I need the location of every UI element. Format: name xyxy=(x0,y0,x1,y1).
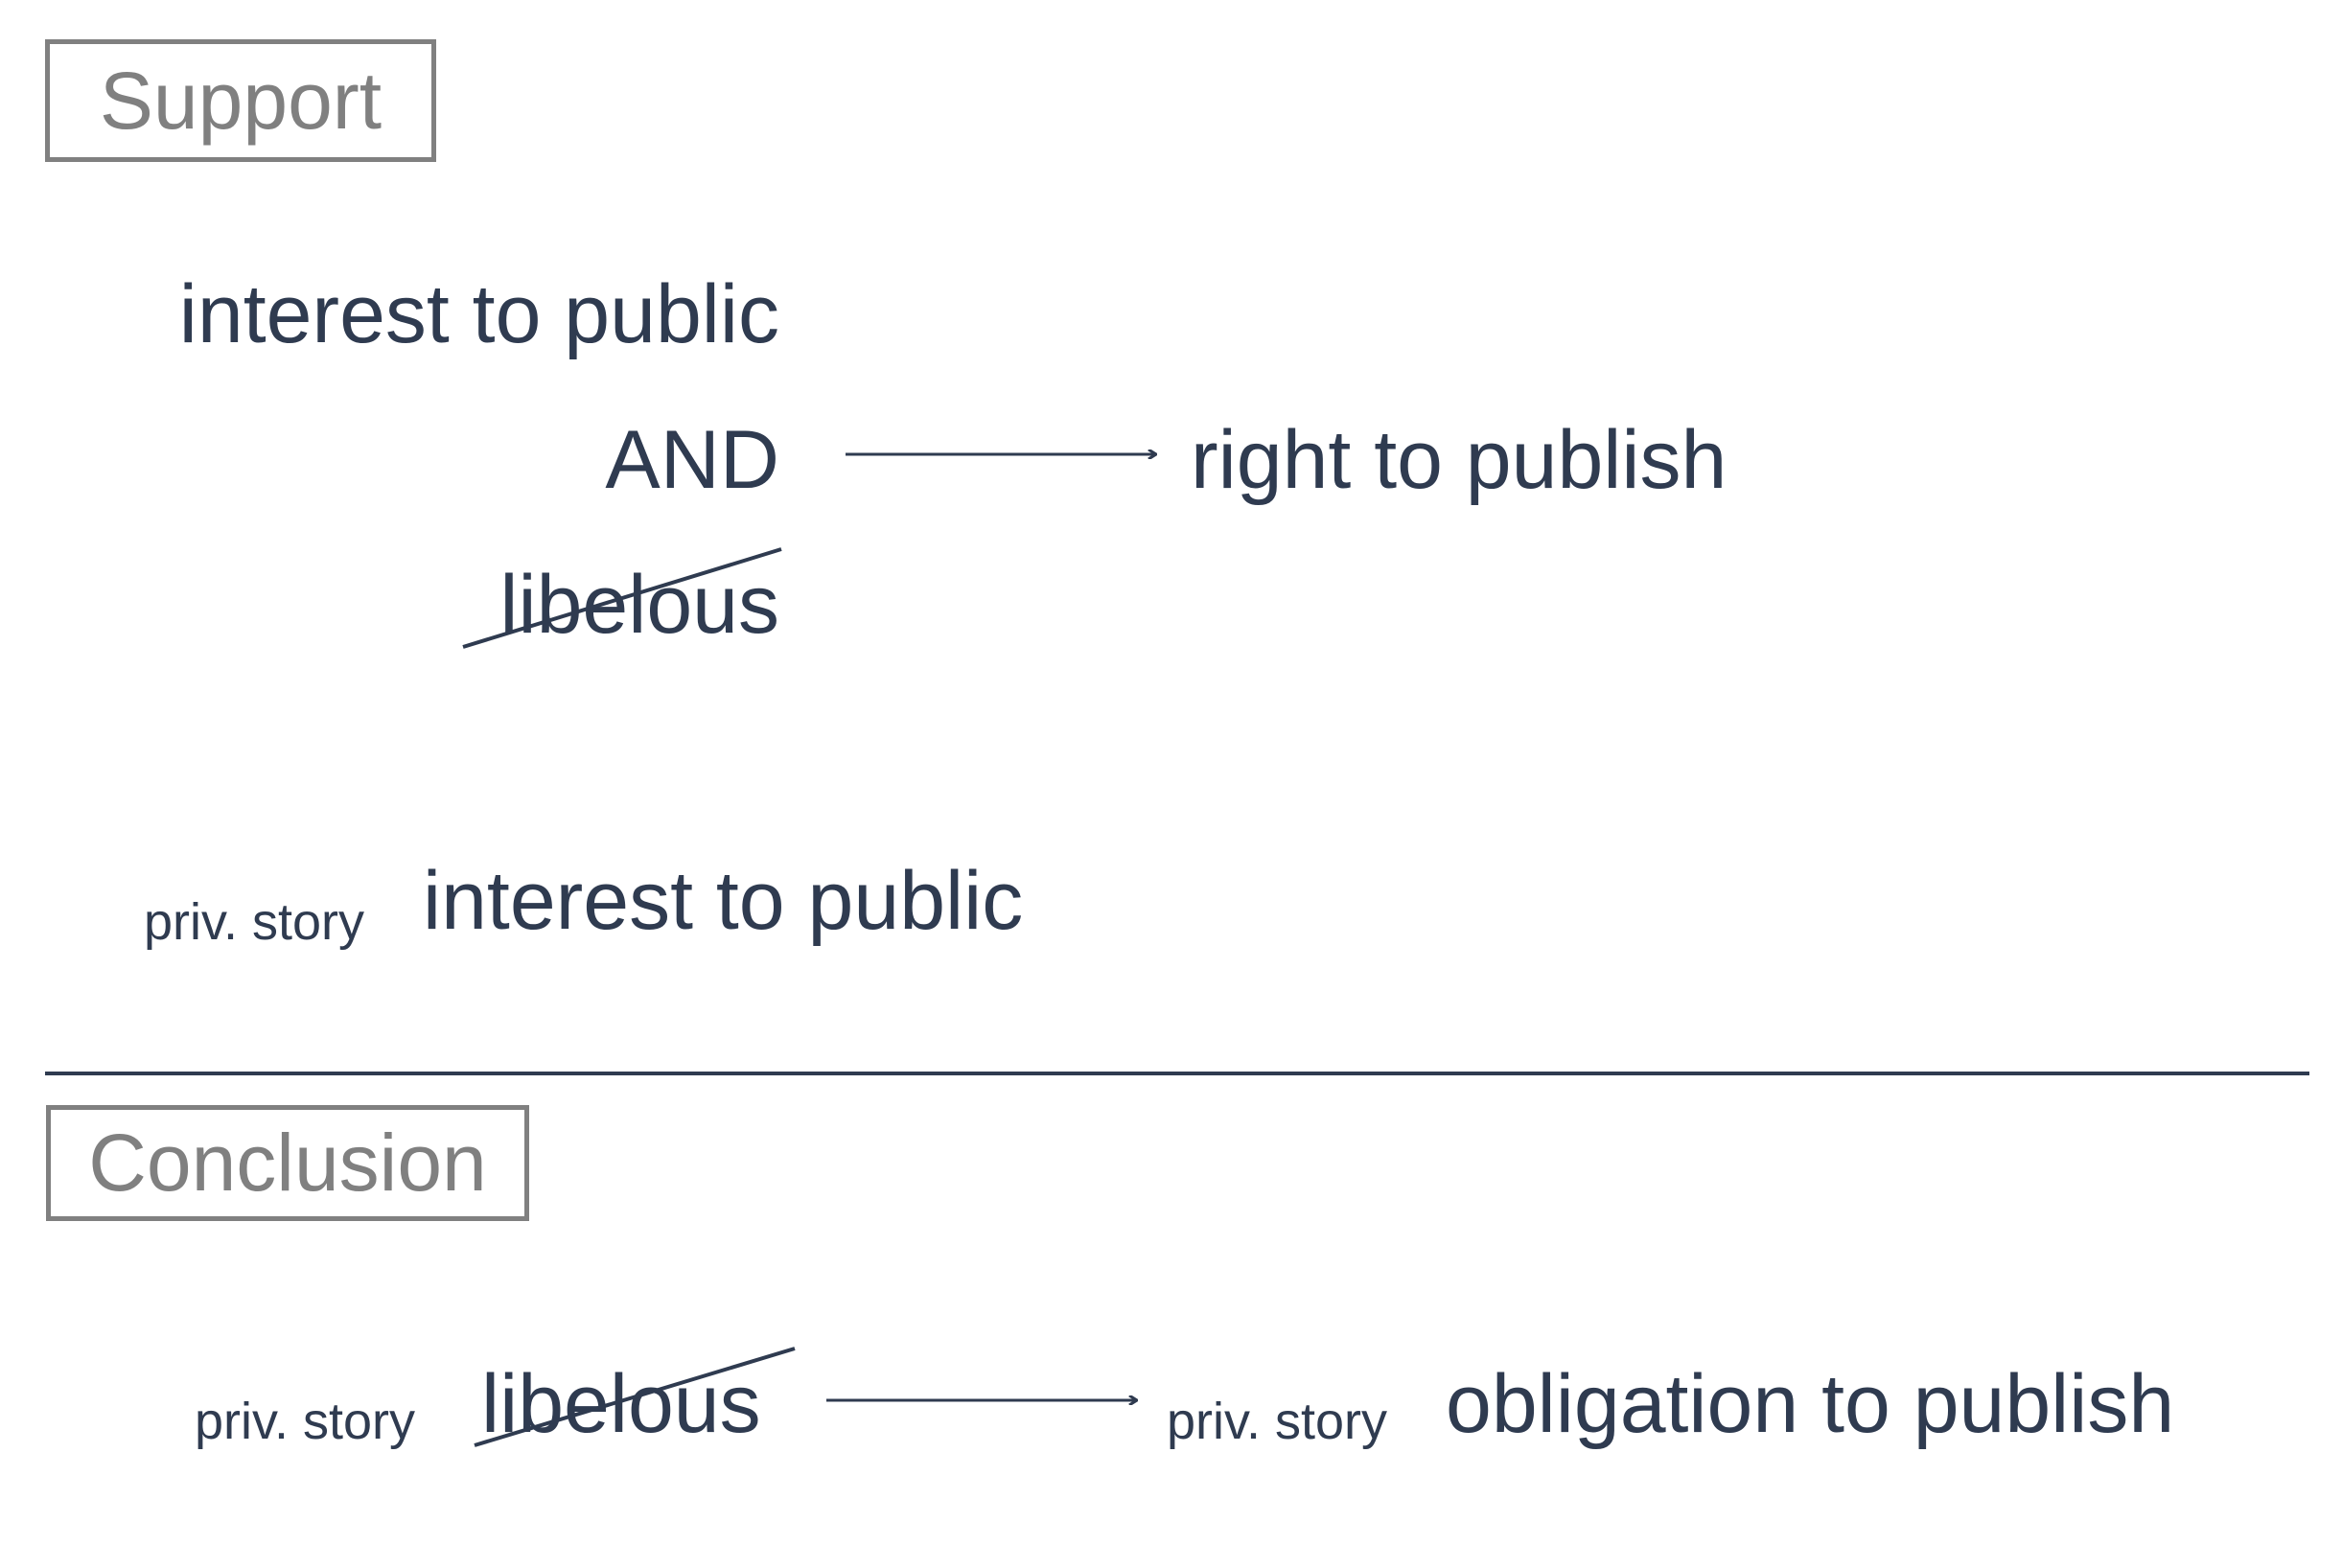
support-label: Support xyxy=(99,55,383,146)
conclusion-right-prefix: priv. story xyxy=(1167,1393,1388,1450)
conclusion-left-term: libelous xyxy=(481,1358,761,1450)
support-line-interest: interest to public xyxy=(178,268,779,360)
support-result: right to publish xyxy=(1191,414,1728,506)
support-label-box: Support xyxy=(45,39,436,162)
conclusion-left-prefix: priv. story xyxy=(195,1393,416,1450)
conclusion-label-box: Conclusion xyxy=(46,1105,529,1221)
conclusion-strikethrough xyxy=(474,1347,796,1447)
support-premise-prefix: priv. story xyxy=(144,893,365,951)
support-line-libelous: libelous xyxy=(499,559,779,651)
conclusion-right-term: obligation to publish xyxy=(1446,1358,2175,1450)
support-premise: interest to public xyxy=(423,855,1024,947)
support-connector-and: AND xyxy=(605,414,779,506)
conclusion-label: Conclusion xyxy=(88,1118,487,1208)
support-strikethrough xyxy=(462,547,782,649)
